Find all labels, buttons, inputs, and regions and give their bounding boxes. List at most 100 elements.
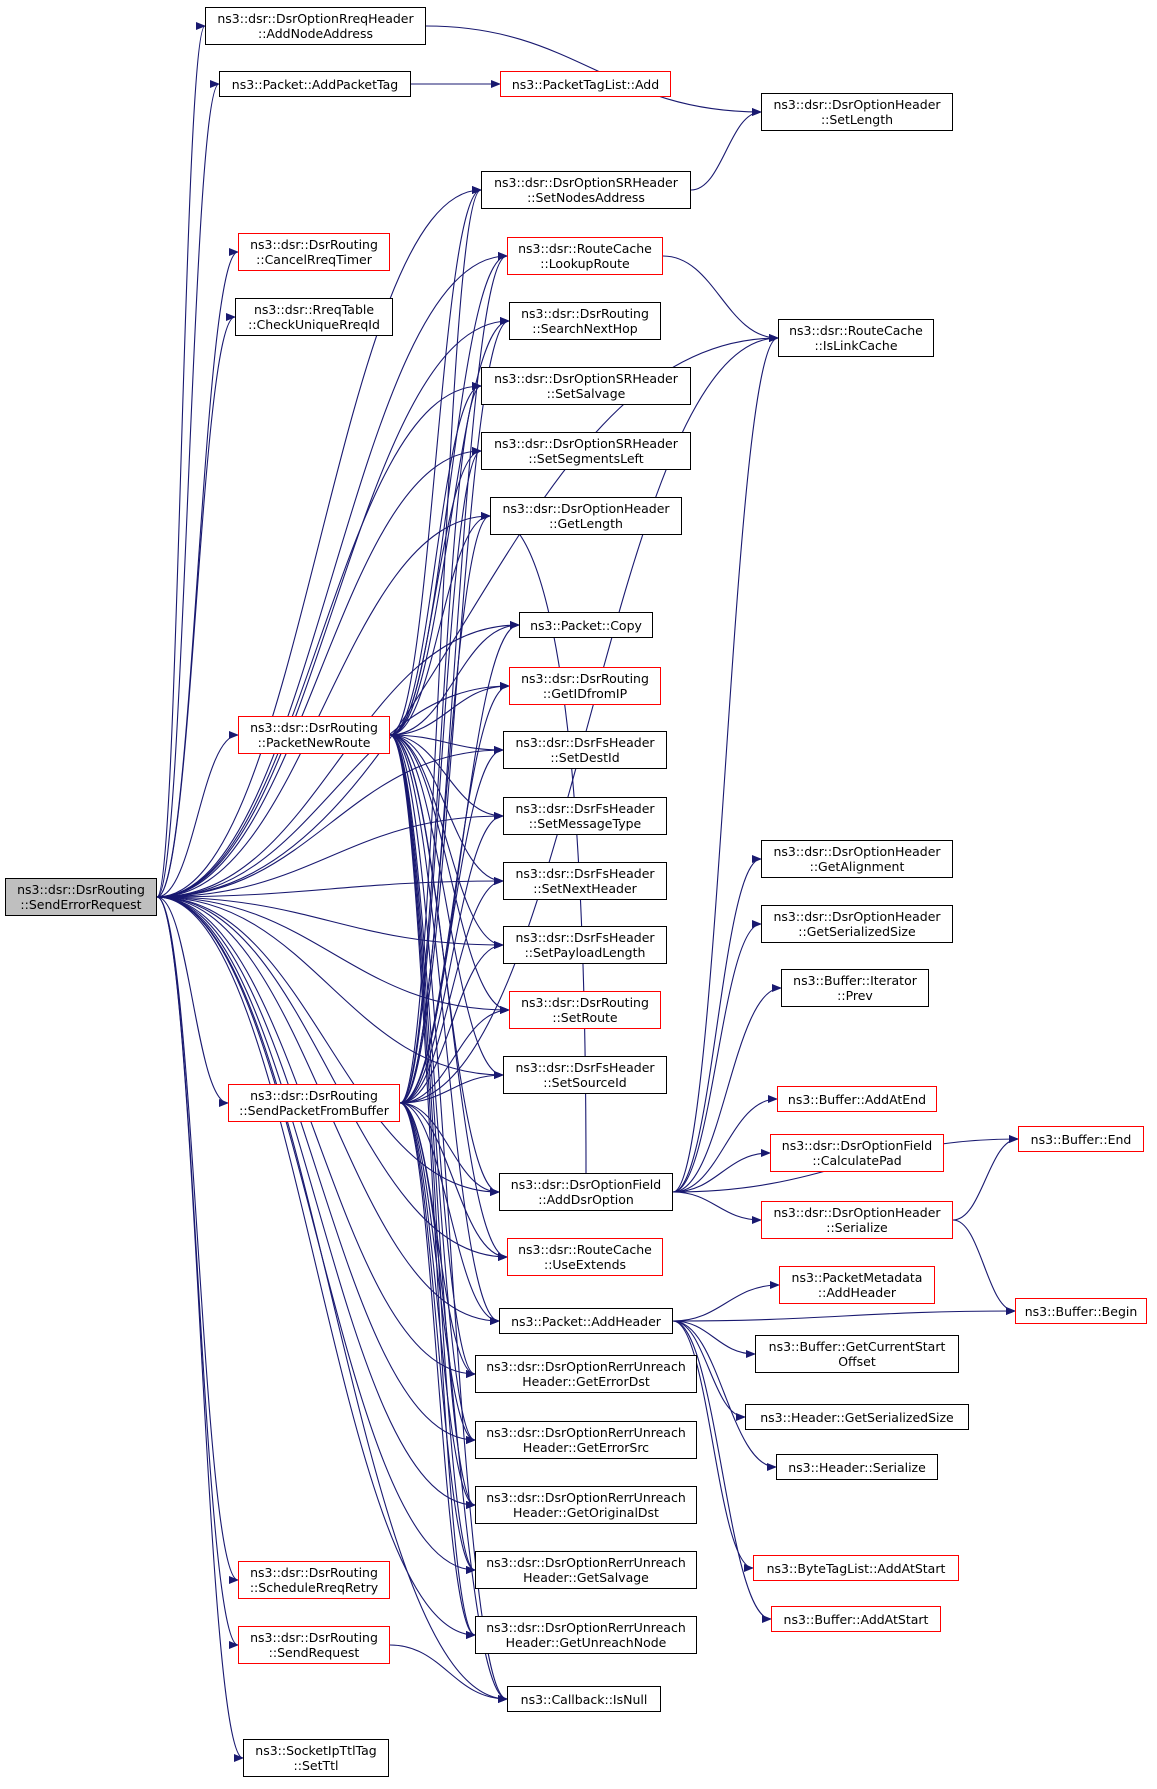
node-label-line: ns3::Packet::AddPacketTag: [231, 76, 399, 92]
node-label-line: ::CalculatePad: [812, 1153, 902, 1168]
node-label-line: Header::GetSalvage: [523, 1570, 649, 1585]
edge-packet_add_header-to-header_serialize: [672, 1320, 777, 1471]
edge-packet_new_route-to-use_extends: [389, 734, 508, 1261]
edge-send_packet_from_buffer-to-get_error_src: [399, 1102, 476, 1444]
node-label-line: ns3::dsr::DsrOptionRerrUnreach: [486, 1620, 686, 1635]
node-add-packet-tag[interactable]: ns3::Packet::AddPacketTag: [219, 71, 411, 97]
node-header-serialize[interactable]: ns3::Header::Serialize: [776, 1454, 938, 1480]
node-add-dsr-option[interactable]: ns3::dsr::DsrOptionField::AddDsrOption: [499, 1173, 673, 1211]
node-set-nodes-address[interactable]: ns3::dsr::DsrOptionSRHeader::SetNodesAdd…: [481, 171, 691, 209]
node-packet-new-route[interactable]: ns3::dsr::DsrRouting::PacketNewRoute: [238, 716, 390, 754]
edge-send_packet_from_buffer-to-callback_is_null: [399, 1102, 508, 1703]
edge-send_error_request-to-packet_new_route: [156, 731, 239, 898]
node-buffer-add-at-end[interactable]: ns3::Buffer::AddAtEnd: [777, 1086, 937, 1112]
node-set-route[interactable]: ns3::dsr::DsrRouting::SetRoute: [509, 991, 661, 1029]
node-label-line: ::Prev: [837, 988, 873, 1003]
node-label-line: ns3::dsr::DsrRouting: [521, 671, 649, 686]
node-label-line: ::LookupRoute: [540, 256, 630, 271]
node-label-line: ns3::dsr::DsrOptionField: [781, 1138, 933, 1153]
node-get-length[interactable]: ns3::dsr::DsrOptionHeader::GetLength: [490, 497, 682, 535]
edge-packet_new_route-to-set_payload_length: [389, 734, 504, 949]
edge-packet_new_route-to-get_salvage: [389, 734, 476, 1574]
node-label-line: ns3::dsr::DsrOptionRreqHeader: [217, 11, 414, 26]
edge-packet_new_route-to-set_source_id: [389, 734, 504, 1079]
node-send-packet-from-buffer[interactable]: ns3::dsr::DsrRouting::SendPacketFromBuff…: [228, 1084, 400, 1122]
edge-send_error_request-to-schedule_rreq_retry: [156, 896, 239, 1584]
node-label-line: ::Serialize: [826, 1220, 888, 1235]
edge-send_error_request-to-get_length: [156, 512, 491, 898]
edge-send_error_request-to-search_next_hop: [156, 317, 510, 898]
node-label-line: Header::GetErrorSrc: [522, 1440, 650, 1455]
node-label-line: ns3::dsr::DsrRouting: [250, 1565, 378, 1580]
edge-send_packet_from_buffer-to-set_next_header: [399, 877, 504, 1104]
edge-send_error_request-to-set_salvage: [156, 382, 482, 898]
node-label-line: ns3::dsr::DsrOptionSRHeader: [494, 175, 678, 190]
node-send-request[interactable]: ns3::dsr::DsrRouting::SendRequest: [238, 1626, 390, 1664]
edge-option_serialize-to-buffer_begin: [952, 1219, 1016, 1315]
node-check-unique-rreq-id[interactable]: ns3::dsr::RreqTable::CheckUniqueRreqId: [235, 298, 393, 336]
edge-packet_new_route-to-search_next_hop: [389, 317, 510, 736]
node-option-get-serialized-size[interactable]: ns3::dsr::DsrOptionHeader::GetSerialized…: [761, 905, 953, 943]
node-is-link-cache[interactable]: ns3::dsr::RouteCache::IsLinkCache: [778, 319, 934, 357]
node-label-line: ns3::Packet::AddHeader: [511, 1313, 661, 1329]
node-set-dest-id[interactable]: ns3::dsr::DsrFsHeader::SetDestId: [503, 731, 667, 769]
edge-send_packet_from_buffer-to-set_salvage: [399, 382, 482, 1104]
node-label-line: ns3::dsr::DsrOptionField: [510, 1177, 662, 1192]
node-buffer-end[interactable]: ns3::Buffer::End: [1018, 1126, 1144, 1152]
edge-send_error_request-to-set_next_header: [156, 877, 504, 898]
edge-send_error_request-to-add_dsr_option: [156, 896, 500, 1196]
edge-send_error_request-to-set_nodes_address: [156, 186, 482, 898]
node-schedule-rreq-retry[interactable]: ns3::dsr::DsrRouting::ScheduleRreqRetry: [238, 1561, 390, 1599]
node-packet-tag-list-add[interactable]: ns3::PacketTagList::Add: [500, 71, 671, 97]
edge-packet_add_header-to-get_current_start_offset: [672, 1320, 756, 1358]
node-set-next-header[interactable]: ns3::dsr::DsrFsHeader::SetNextHeader: [503, 862, 667, 900]
node-metadata-add-header[interactable]: ns3::PacketMetadata::AddHeader: [779, 1266, 935, 1304]
node-get-alignment[interactable]: ns3::dsr::DsrOptionHeader::GetAlignment: [761, 840, 953, 878]
node-label-line: ns3::Packet::Copy: [530, 617, 642, 633]
node-set-segments-left[interactable]: ns3::dsr::DsrOptionSRHeader::SetSegments…: [481, 432, 691, 470]
edge-send_error_request-to-send_request: [156, 896, 239, 1649]
node-get-id-from-ip[interactable]: ns3::dsr::DsrRouting::GetIDfromIP: [509, 667, 661, 705]
edge-send_packet_from_buffer-to-add_dsr_option: [399, 1102, 500, 1196]
node-calculate-pad[interactable]: ns3::dsr::DsrOptionField::CalculatePad: [770, 1134, 944, 1172]
node-send-error-request[interactable]: ns3::dsr::DsrRouting::SendErrorRequest: [5, 878, 157, 916]
node-cancel-rreq-timer[interactable]: ns3::dsr::DsrRouting::CancelRreqTimer: [238, 233, 390, 271]
node-set-message-type[interactable]: ns3::dsr::DsrFsHeader::SetMessageType: [503, 797, 667, 835]
node-set-salvage[interactable]: ns3::dsr::DsrOptionSRHeader::SetSalvage: [481, 367, 691, 405]
edge-send_packet_from_buffer-to-set_source_id: [399, 1071, 504, 1104]
node-lookup-route[interactable]: ns3::dsr::RouteCache::LookupRoute: [507, 237, 663, 275]
node-buffer-begin[interactable]: ns3::Buffer::Begin: [1015, 1298, 1147, 1324]
edge-add_dsr_option-to-get_alignment: [672, 855, 762, 1193]
node-add-node-address[interactable]: ns3::dsr::DsrOptionRreqHeader::AddNodeAd…: [205, 7, 426, 45]
node-set-ttl[interactable]: ns3::SocketIpTtlTag::SetTtl: [243, 1739, 389, 1777]
edge-packet_new_route-to-set_nodes_address: [389, 186, 482, 736]
edge-send_error_request-to-send_packet_from_buffer: [156, 896, 229, 1107]
node-iterator-prev[interactable]: ns3::Buffer::Iterator::Prev: [781, 969, 929, 1007]
node-search-next-hop[interactable]: ns3::dsr::DsrRouting::SearchNextHop: [509, 302, 661, 340]
edge-packet_new_route-to-set_salvage: [389, 382, 482, 736]
edge-send_packet_from_buffer-to-packet_add_header: [399, 1102, 500, 1325]
edge-send_error_request-to-add_node_address: [156, 22, 206, 898]
node-byte-tag-list-add-at-start[interactable]: ns3::ByteTagList::AddAtStart: [753, 1555, 959, 1581]
node-set-source-id[interactable]: ns3::dsr::DsrFsHeader::SetSourceId: [503, 1056, 667, 1094]
node-label-line: ::SetTtl: [293, 1758, 339, 1773]
node-header-get-serialized-size[interactable]: ns3::Header::GetSerializedSize: [745, 1404, 969, 1430]
node-use-extends[interactable]: ns3::dsr::RouteCache::UseExtends: [507, 1238, 663, 1276]
node-label-line: ::GetSerializedSize: [798, 924, 916, 939]
node-buffer-add-at-start[interactable]: ns3::Buffer::AddAtStart: [771, 1606, 941, 1632]
node-option-serialize[interactable]: ns3::dsr::DsrOptionHeader::Serialize: [761, 1201, 953, 1239]
edge-packet_add_header-to-buffer_begin: [672, 1307, 1016, 1322]
node-callback-is-null[interactable]: ns3::Callback::IsNull: [507, 1686, 661, 1712]
node-label-line: ns3::PacketMetadata: [791, 1270, 923, 1285]
node-packet-copy[interactable]: ns3::Packet::Copy: [519, 612, 653, 638]
node-packet-add-header[interactable]: ns3::Packet::AddHeader: [499, 1308, 673, 1334]
edge-send_packet_from_buffer-to-set_message_type: [399, 812, 504, 1104]
node-set-payload-length[interactable]: ns3::dsr::DsrFsHeader::SetPayloadLength: [503, 926, 667, 964]
node-set-length[interactable]: ns3::dsr::DsrOptionHeader::SetLength: [761, 93, 953, 131]
